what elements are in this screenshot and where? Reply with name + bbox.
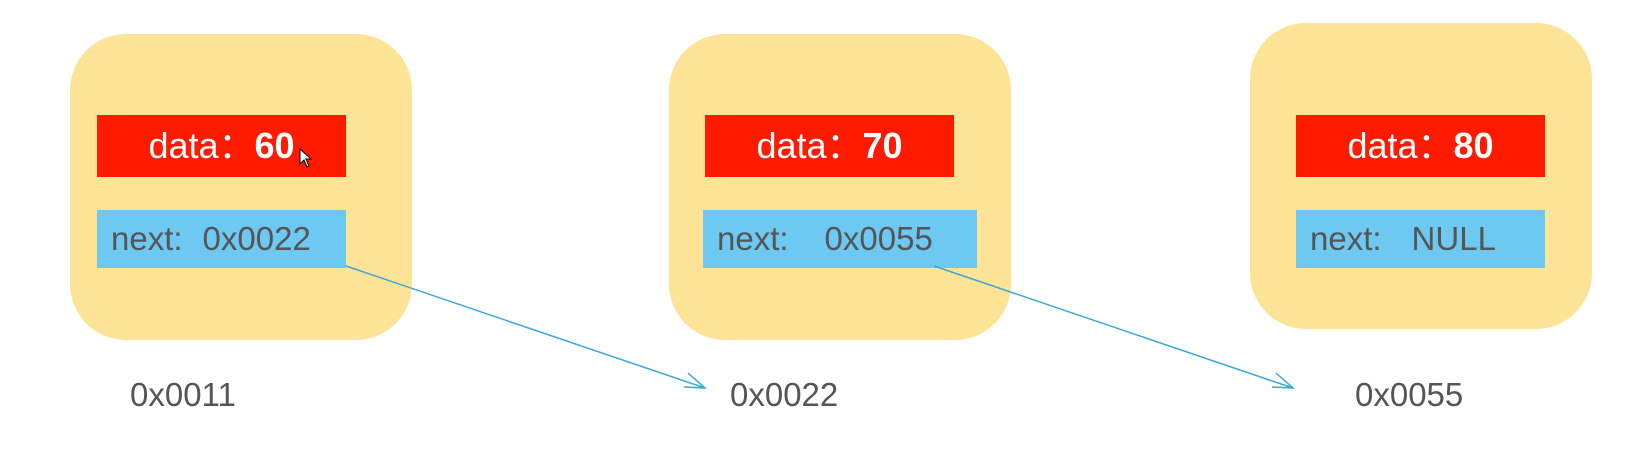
node-2-data-field: data：70: [705, 115, 954, 177]
mouse-cursor-icon: [299, 148, 313, 168]
node-3-data-value: 80: [1453, 125, 1494, 166]
node-1-data-label: data：: [148, 125, 255, 166]
node-1-box: [70, 34, 412, 340]
node-1-next-value: 0x0022: [202, 220, 311, 257]
node-3-next-field: next: NULL: [1296, 210, 1545, 268]
node-3-next-label: next:: [1310, 220, 1382, 257]
node-2-next-field: next: 0x0055: [703, 210, 977, 268]
node-2-data-label: data：: [756, 125, 863, 166]
node-1-data-field: data：60: [97, 115, 346, 177]
node-1-data-value: 60: [254, 125, 295, 166]
node-1-next-label: next:: [111, 220, 183, 257]
node-3-data-label: data：: [1347, 125, 1454, 166]
node-2-address: 0x0022: [730, 376, 839, 413]
node-1-next-field: next: 0x0022: [97, 210, 346, 268]
node-2-next-value: 0x0055: [824, 220, 933, 257]
node-3-data-field: data：80: [1296, 115, 1545, 177]
node-1-address: 0x0011: [130, 376, 236, 413]
node-3-next-value: NULL: [1411, 220, 1496, 257]
arrow-node-2-to-node-3: [933, 265, 1296, 389]
arrow-node-1-to-node-2: [345, 265, 708, 389]
node-2-box: [669, 34, 1011, 340]
node-2-data-value: 70: [862, 125, 903, 166]
node-3-address: 0x0055: [1355, 376, 1464, 413]
node-2-next-label: next:: [717, 220, 789, 257]
